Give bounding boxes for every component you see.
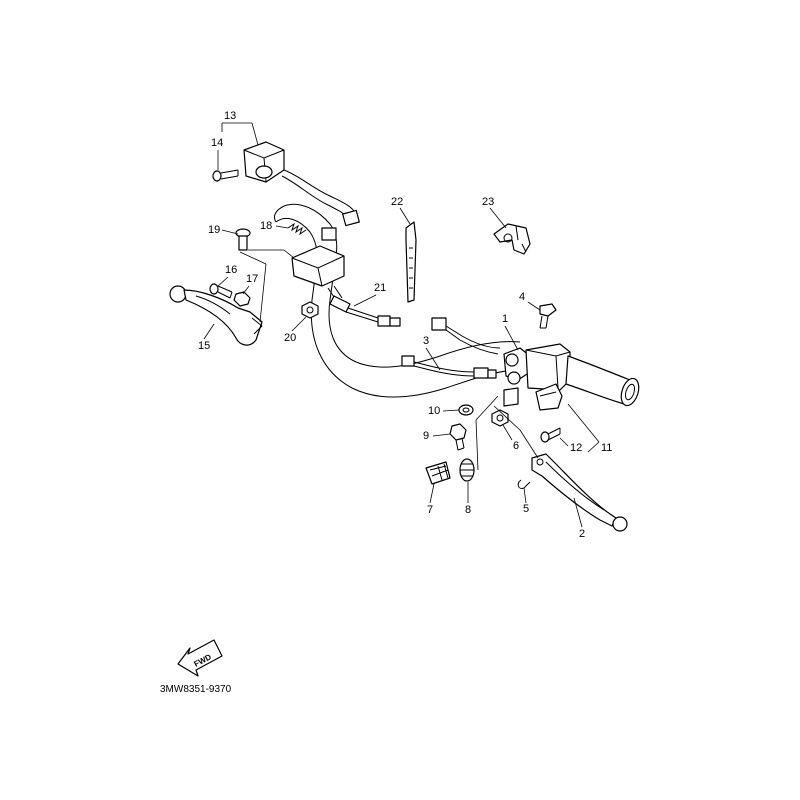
callout-23: 23 — [482, 196, 494, 208]
callout-17: 17 — [246, 273, 258, 285]
bracket-line — [475, 395, 499, 421]
leader-line-12 — [559, 437, 569, 447]
leader-line-21 — [353, 294, 377, 307]
adjuster-part — [459, 458, 475, 482]
callout-2: 2 — [579, 528, 585, 540]
holder-bolt — [540, 427, 561, 443]
callout-11: 11 — [601, 442, 612, 454]
leader-line-13 — [251, 122, 259, 146]
bracket-line — [475, 419, 479, 471]
leader-line-22 — [399, 207, 411, 225]
handlebar-switch — [243, 141, 360, 227]
brake-lever — [531, 453, 628, 532]
master-cylinder — [503, 343, 571, 407]
leader-line-20 — [291, 316, 307, 332]
spring-part — [287, 222, 307, 236]
callout-13: 13 — [224, 110, 236, 122]
callout-7: 7 — [427, 504, 433, 516]
leader-line-3 — [425, 347, 441, 371]
clamp-part — [493, 223, 531, 255]
leader-line-19 — [221, 229, 239, 235]
nut-part — [491, 409, 509, 427]
leader-line-10 — [442, 409, 460, 412]
cable-band — [405, 221, 417, 303]
callout-21: 21 — [374, 282, 386, 294]
clutch-lever — [169, 285, 263, 346]
callout-22: 22 — [391, 196, 403, 208]
leader-line-17 — [242, 285, 250, 295]
lever-nut — [233, 291, 251, 307]
leader-line-7 — [429, 483, 435, 504]
switch-lead — [401, 317, 501, 379]
leader-line-6 — [502, 424, 513, 441]
pivot-bolt — [235, 228, 251, 251]
leader-line-15 — [203, 323, 215, 340]
fwd-arrow: FWD — [177, 639, 223, 677]
leader-line-18 — [275, 225, 289, 229]
callout-8: 8 — [465, 504, 471, 516]
callout-18: 18 — [260, 220, 272, 232]
handlebar-grip — [565, 355, 640, 407]
leader-line-11 — [567, 403, 600, 443]
bracket-line — [283, 249, 295, 259]
bolt-part — [449, 423, 467, 451]
callout-20: 20 — [284, 332, 296, 344]
bracket-line — [519, 429, 539, 459]
bracket-line — [259, 263, 267, 323]
handlebar-outline — [273, 203, 521, 398]
lever-holder-left — [291, 227, 401, 327]
leader-line-4 — [527, 301, 541, 311]
leader-line-16 — [217, 276, 229, 287]
callout-12: 12 — [570, 442, 582, 454]
callout-9: 9 — [423, 430, 429, 442]
callout-14: 14 — [211, 137, 223, 149]
leader-line-23 — [489, 207, 507, 229]
brake-switch — [425, 461, 451, 485]
leader-line-11 — [587, 441, 600, 453]
callout-1: 1 — [502, 313, 508, 325]
callout-10: 10 — [428, 405, 440, 417]
leader-line-5 — [523, 487, 527, 504]
cotter-pin — [517, 479, 531, 489]
bracket-line — [493, 405, 521, 431]
bracket-line — [239, 251, 267, 265]
callout-16: 16 — [225, 264, 237, 276]
washer-part — [458, 404, 474, 416]
lever-bolt — [209, 283, 233, 299]
callout-4: 4 — [519, 291, 525, 303]
master-cylinder-holder — [535, 383, 563, 411]
holder-nut — [301, 301, 319, 319]
callout-5: 5 — [523, 503, 529, 515]
leader-line-2 — [573, 497, 583, 528]
leader-line-1 — [504, 325, 519, 351]
callout-3: 3 — [423, 335, 429, 347]
cylinder-bolt — [539, 303, 557, 329]
callout-19: 19 — [208, 224, 220, 236]
leader-lines — [203, 122, 600, 528]
switch-screw — [212, 169, 239, 182]
callout-15: 15 — [198, 340, 210, 352]
part-code: 3MW8351-9370 — [160, 684, 232, 695]
callout-6: 6 — [513, 440, 519, 452]
leader-line-9 — [432, 433, 451, 437]
